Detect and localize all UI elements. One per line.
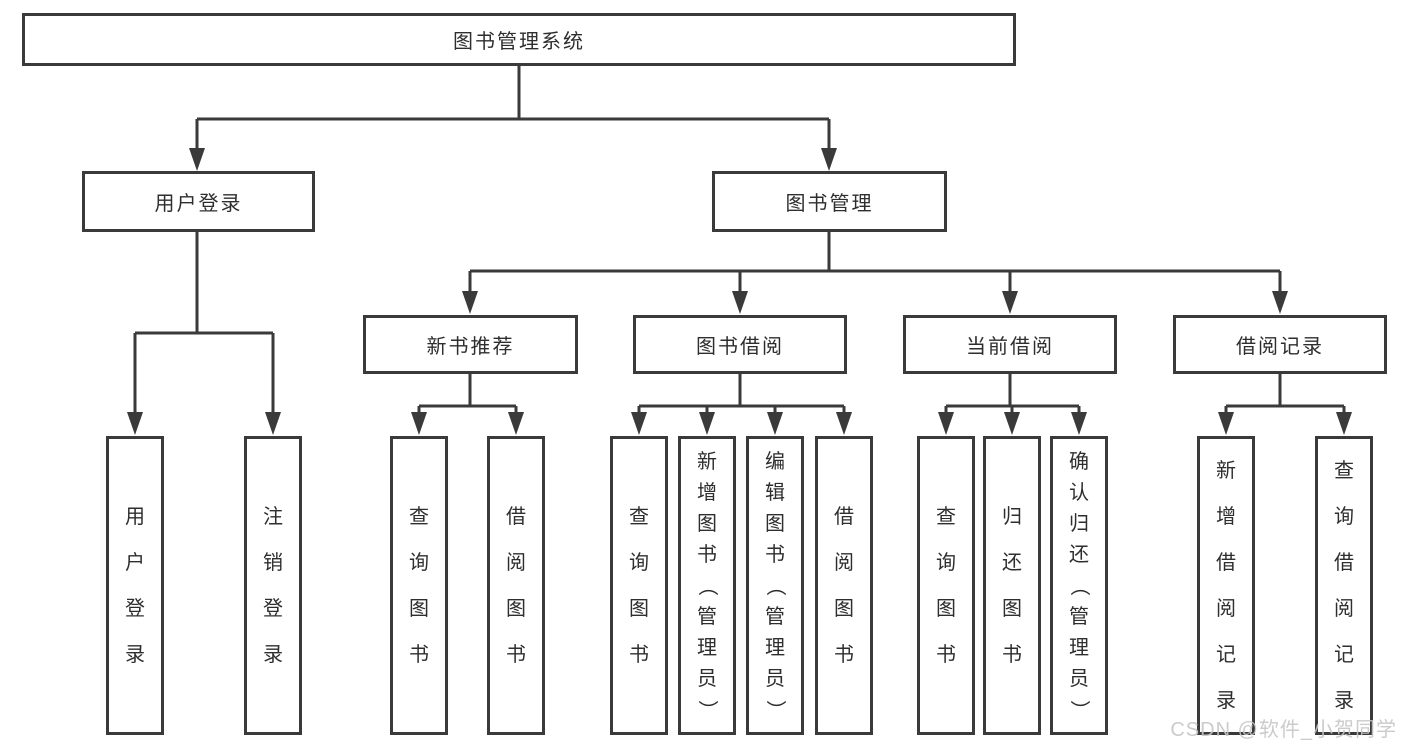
leaf-label: 查询借阅记录 — [1334, 459, 1354, 712]
leaf-add-borrow-record: 新增借阅记录 — [1197, 436, 1255, 735]
node-book-management: 图书管理 — [712, 171, 947, 232]
node-user-login: 用户登录 — [82, 171, 315, 232]
leaf-query-books-borrowing: 查询图书 — [610, 436, 668, 735]
node-label: 用户登录 — [154, 193, 243, 215]
node-borrowing-records: 借阅记录 — [1173, 315, 1387, 374]
leaf-query-borrow-record: 查询借阅记录 — [1315, 436, 1373, 735]
node-current-borrowing: 当前借阅 — [903, 315, 1117, 374]
leaf-label: 查询图书 — [629, 505, 649, 666]
leaf-label: 查询图书 — [936, 505, 956, 666]
leaf-label: 编辑图书（管理员） — [764, 450, 786, 720]
node-label: 图书借阅 — [696, 336, 784, 358]
node-label: 图书管理 — [785, 193, 874, 215]
leaf-label: 注销登录 — [263, 505, 283, 666]
leaf-label: 确认归还（管理员） — [1068, 450, 1090, 720]
leaf-query-books-current: 查询图书 — [917, 436, 975, 735]
node-label: 借阅记录 — [1236, 336, 1324, 358]
watermark-csdn: CSDN @软件_小贺同学 — [1170, 719, 1397, 741]
leaf-return-books: 归还图书 — [983, 436, 1041, 735]
node-library-management-system: 图书管理系统 — [22, 13, 1016, 66]
leaf-logout: 注销登录 — [244, 436, 302, 735]
node-label: 当前借阅 — [966, 336, 1054, 358]
leaf-user-login: 用户登录 — [106, 436, 164, 735]
leaf-borrow-books-borrowing: 借阅图书 — [815, 436, 873, 735]
leaf-edit-books-admin: 编辑图书（管理员） — [746, 436, 804, 735]
leaf-label: 查询图书 — [409, 505, 429, 666]
node-book-borrowing: 图书借阅 — [633, 315, 847, 374]
leaf-label: 新增图书（管理员） — [696, 450, 718, 720]
leaf-add-books-admin: 新增图书（管理员） — [678, 436, 736, 735]
leaf-label: 归还图书 — [1002, 505, 1022, 666]
node-label: 新书推荐 — [426, 336, 515, 358]
leaf-label: 新增借阅记录 — [1216, 459, 1236, 712]
leaf-label: 用户登录 — [125, 505, 145, 666]
leaf-label: 借阅图书 — [834, 505, 854, 666]
leaf-confirm-return-admin: 确认归还（管理员） — [1050, 436, 1108, 735]
leaf-borrow-books-recommend: 借阅图书 — [487, 436, 545, 735]
node-new-book-recommendation: 新书推荐 — [363, 315, 578, 374]
node-label: 图书管理系统 — [453, 31, 585, 53]
leaf-label: 借阅图书 — [506, 505, 526, 666]
leaf-query-books-recommend: 查询图书 — [390, 436, 448, 735]
